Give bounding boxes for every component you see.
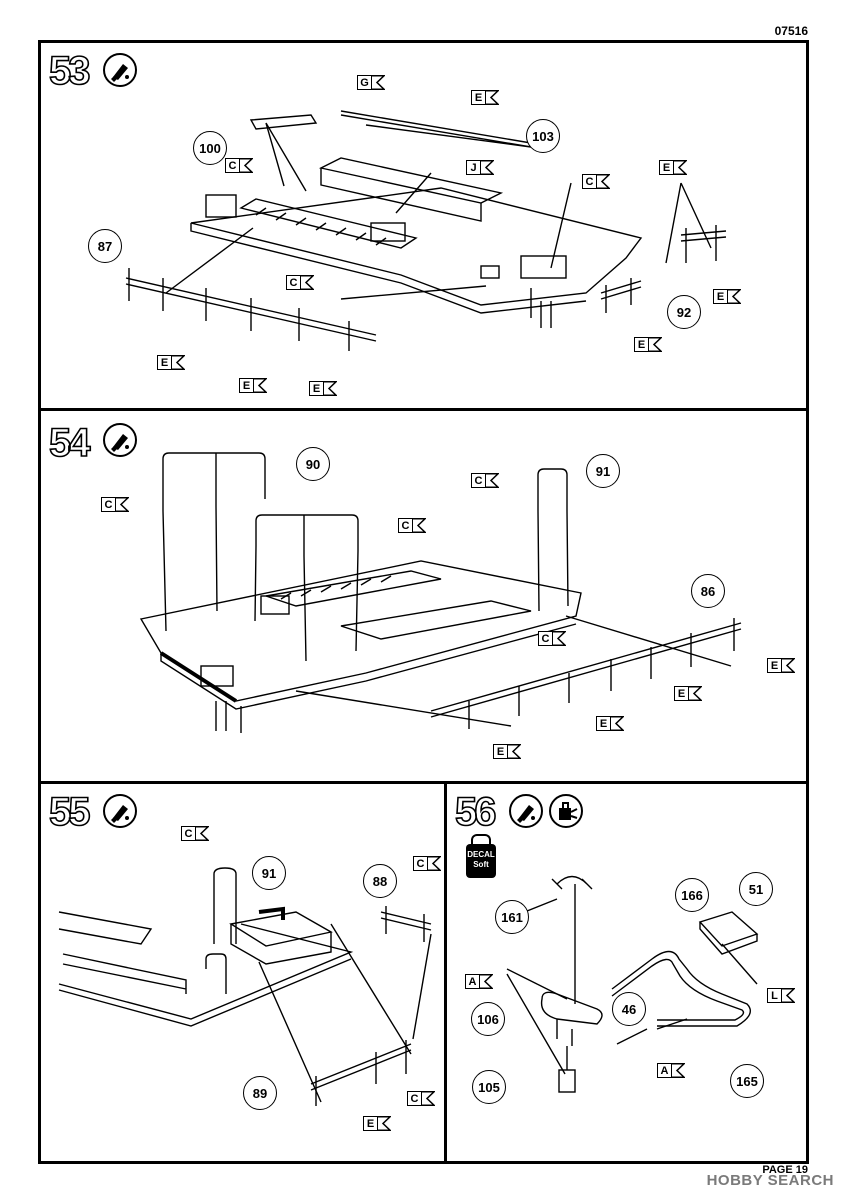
- paint-flag: C: [225, 158, 253, 173]
- part-callout-89: 89: [243, 1076, 277, 1110]
- part-callout-103: 103: [526, 119, 560, 153]
- paint-flag: C: [181, 826, 209, 841]
- part-callout-165: 165: [730, 1064, 764, 1098]
- glue-tube-icon: [103, 794, 137, 828]
- paint-flag: E: [239, 378, 267, 393]
- sheet-code: 07516: [774, 24, 808, 38]
- paint-flag: C: [413, 856, 441, 871]
- watermark: HOBBY SEARCH: [706, 1172, 834, 1189]
- step-number: 56: [454, 790, 497, 834]
- page-number: PAGE 19: [762, 1164, 808, 1176]
- assembly-drawing-55: [58, 867, 432, 1106]
- part-callout-166: 166: [675, 878, 709, 912]
- paint-flag: A: [465, 974, 493, 989]
- part-callout-105: 105: [472, 1070, 506, 1104]
- part-callout-100: 100: [193, 131, 227, 165]
- step-55-panel: 55 91 88 89 C C C E: [38, 781, 447, 1164]
- paint-flag: E: [157, 355, 185, 370]
- paint-flag: C: [471, 473, 499, 488]
- paint-flag: E: [713, 289, 741, 304]
- paint-flag: C: [582, 174, 610, 189]
- paint-flag: E: [659, 160, 687, 175]
- part-callout-86: 86: [691, 574, 725, 608]
- assembly-drawing-56: [506, 875, 759, 1093]
- part-callout-87: 87: [88, 229, 122, 263]
- paint-flag: C: [538, 631, 566, 646]
- paint-flag: C: [101, 497, 129, 512]
- paint-flag: C: [398, 518, 426, 533]
- paint-flag: C: [286, 275, 314, 290]
- paint-flag: L: [767, 988, 795, 1003]
- paint-flag: E: [363, 1116, 391, 1131]
- step-54-panel: 54 90 91 86: [38, 408, 809, 784]
- step-number: 54: [48, 421, 91, 465]
- paint-flag: E: [674, 686, 702, 701]
- step-number: 53: [48, 49, 91, 93]
- paint-flag: E: [309, 381, 337, 396]
- part-callout-90: 90: [296, 447, 330, 481]
- part-callout-91: 91: [252, 856, 286, 890]
- part-callout-51: 51: [739, 872, 773, 906]
- paint-flag: E: [493, 744, 521, 759]
- paint-flag: E: [634, 337, 662, 352]
- step-53-panel: 53: [38, 40, 809, 411]
- part-callout-92: 92: [667, 295, 701, 329]
- paint-flag: J: [466, 160, 494, 175]
- part-callout-106: 106: [471, 1002, 505, 1036]
- decal-softener-icon: [549, 794, 583, 828]
- paint-flag: G: [357, 75, 385, 90]
- glue-tube-icon: [103, 53, 137, 87]
- paint-flag: A: [657, 1063, 685, 1078]
- step-number: 55: [48, 790, 91, 834]
- assembly-drawing-54: [139, 452, 742, 733]
- part-callout-91: 91: [586, 454, 620, 488]
- glue-tube-icon: [103, 423, 137, 457]
- paint-flag: E: [471, 90, 499, 105]
- paint-flag: E: [596, 716, 624, 731]
- part-callout-161: 161: [495, 900, 529, 934]
- part-callout-88: 88: [363, 864, 397, 898]
- part-callout-46: 46: [612, 992, 646, 1026]
- glue-tube-icon: [509, 794, 543, 828]
- assembly-drawing-53: [125, 110, 727, 351]
- paint-flag: E: [767, 658, 795, 673]
- paint-flag: C: [407, 1091, 435, 1106]
